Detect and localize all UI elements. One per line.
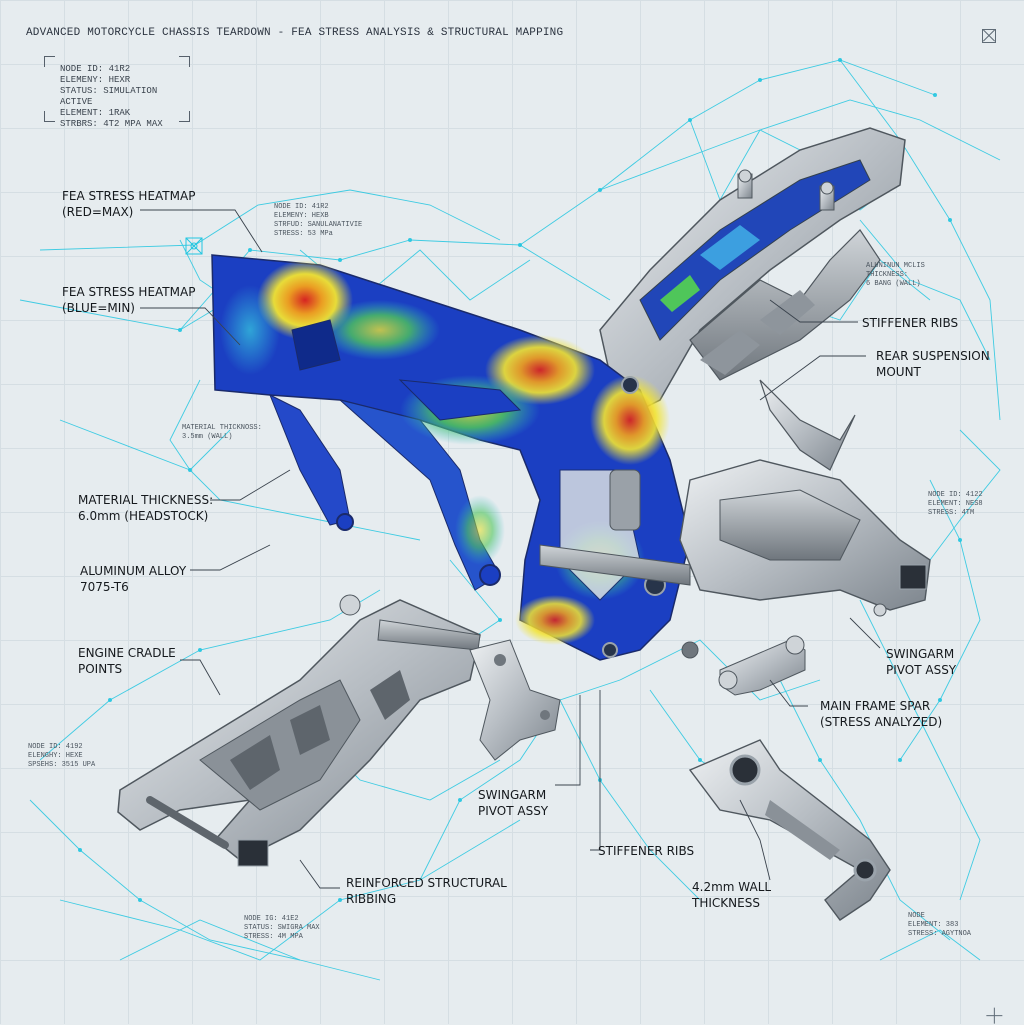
info-line: STATUS: SIMULATION ACTIVE (60, 86, 158, 107)
pivot-shaft (539, 469, 691, 586)
page-title: ADVANCED MOTORCYCLE CHASSIS TEARDOWN - F… (26, 27, 564, 39)
callout-stiffener-ribs-right: STIFFENER RIBS (862, 316, 959, 330)
pivot-bracket (469, 639, 696, 761)
callout-stiffener-ribs-bottom: STIFFENER RIBS (598, 844, 695, 858)
right-swingarm (679, 459, 931, 617)
info-line: ELEMENY: HEXR (60, 75, 131, 85)
close-icon (982, 29, 996, 43)
info-line: NODE ID: 41R2 (60, 64, 131, 74)
callout-heatmap-max: FEA STRESS HEATMAP(RED=MAX) (62, 189, 196, 219)
info-panel: NODE ID: 41R2 ELEMENY: HEXR STATUS: SIMU… (44, 56, 190, 129)
wireframe-mesh (19, 59, 1001, 981)
wireframe-nodes (78, 58, 962, 902)
target-marker-icon (185, 237, 203, 255)
info-line: ELEMENT: 1RAK (60, 108, 131, 118)
node-note: MATERIAL THICKNOSS:3.5mm (WALL) (182, 424, 262, 441)
leader-lines (140, 209, 881, 889)
lower-strut (688, 739, 891, 921)
left-swingarm (117, 594, 481, 867)
linkage-arm (681, 635, 806, 696)
callout-main-frame-spar: MAIN FRAME SPAR(STRESS ANALYZED) (820, 699, 943, 729)
callout-heatmap-min: FEA STRESS HEATMAP(BLUE=MIN) (62, 285, 196, 315)
rear-subframe (599, 127, 906, 471)
info-line: STRBRS: 4T2 MPA MAX (60, 119, 163, 129)
callout-material-thickness: MATERIAL THICKNESS:6.0mm (HEADSTOCK) (78, 493, 214, 523)
